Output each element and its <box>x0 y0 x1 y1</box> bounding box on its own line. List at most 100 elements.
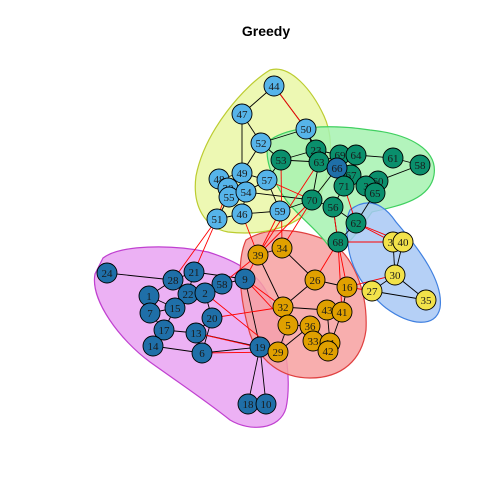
vertex-label: 68 <box>333 237 345 249</box>
vertex-label: 58 <box>217 279 229 291</box>
vertex-label: 39 <box>253 250 265 262</box>
vertex-label: 18 <box>243 399 255 411</box>
vertex-34: 34 <box>271 237 293 259</box>
graph-vertices: 4447505223536369646158495767667160365483… <box>96 75 437 415</box>
vertex-label: 56 <box>328 202 340 214</box>
vertex-70: 70 <box>301 189 323 211</box>
vertex-label: 22 <box>183 289 194 301</box>
vertex-circle <box>277 314 299 336</box>
vertex-circle <box>139 302 161 324</box>
vertex-7: 7 <box>139 302 161 324</box>
vertex-label: 32 <box>278 302 289 314</box>
vertex-58: 58 <box>409 154 431 176</box>
edge-between-communities <box>244 278 289 326</box>
vertex-18: 18 <box>237 393 259 415</box>
vertex-40: 40 <box>392 231 414 253</box>
vertex-circle <box>345 144 367 166</box>
vertex-label: 3 <box>363 181 369 193</box>
vertex-circle <box>211 273 233 295</box>
vertex-label: 69 <box>335 150 347 162</box>
vertex-label: 1 <box>146 291 152 303</box>
vertex-62: 62 <box>345 212 367 234</box>
vertex-circle <box>250 132 272 154</box>
vertex-label: 42 <box>323 346 334 358</box>
vertex-label: 16 <box>342 282 354 294</box>
vertex-label: 67 <box>346 170 358 182</box>
vertex-circle <box>384 264 406 286</box>
vertex-label: 7 <box>147 308 153 320</box>
vertex-24: 24 <box>96 262 118 284</box>
vertex-16: 16 <box>336 276 358 298</box>
vertex-63: 63 <box>308 151 330 173</box>
vertex-5: 5 <box>277 314 299 336</box>
vertex-label: 28 <box>168 275 180 287</box>
vertex-circle <box>263 75 285 97</box>
vertex-circle <box>256 169 278 191</box>
vertex-label: 13 <box>191 328 203 340</box>
vertex-circle <box>326 157 348 179</box>
vertex-39: 39 <box>247 244 269 266</box>
vertex-label: 70 <box>307 195 319 207</box>
vertex-label: 15 <box>170 303 182 315</box>
vertex-label: 9 <box>242 274 248 286</box>
vertex-49: 49 <box>231 162 253 184</box>
vertex-29: 29 <box>267 341 289 363</box>
vertex-circle <box>270 149 292 171</box>
vertex-57: 57 <box>256 169 278 191</box>
vertex-circle <box>322 196 344 218</box>
vertex-circle <box>331 301 353 323</box>
vertex-label: 10 <box>261 399 273 411</box>
vertex-circle <box>364 182 386 204</box>
vertex-2: 2 <box>194 282 216 304</box>
vertex-circle <box>191 342 213 364</box>
vertex-14: 14 <box>142 335 164 357</box>
vertex-label: 58 <box>415 160 427 172</box>
vertex-label: 29 <box>273 347 285 359</box>
vertex-label: 21 <box>189 267 200 279</box>
vertex-28: 28 <box>162 269 184 291</box>
vertex-label: 49 <box>237 168 249 180</box>
vertex-label: 55 <box>224 192 236 204</box>
vertex-label: 30 <box>390 270 402 282</box>
vertex-30: 30 <box>384 264 406 286</box>
vertex-circle <box>201 307 223 329</box>
vertex-circle <box>162 269 184 291</box>
vertex-6: 6 <box>191 342 213 364</box>
vertex-label: 17 <box>159 325 171 337</box>
vertex-circle <box>153 319 175 341</box>
vertex-label: 64 <box>351 150 363 162</box>
vertex-label: 61 <box>388 153 399 165</box>
vertex-circle <box>415 289 437 311</box>
vertex-label: 19 <box>255 342 267 354</box>
vertex-circle <box>317 340 339 362</box>
vertex-circle <box>269 200 291 222</box>
edge-between-communities <box>337 241 343 313</box>
vertex-label: 54 <box>241 187 253 199</box>
vertex-61: 61 <box>382 147 404 169</box>
vertex-21: 21 <box>183 261 205 283</box>
vertex-label: 63 <box>314 157 326 169</box>
vertex-55: 55 <box>218 186 240 208</box>
plot-title: Greedy <box>242 23 290 39</box>
vertex-50: 50 <box>295 118 317 140</box>
vertex-53: 53 <box>270 149 292 171</box>
vertex-circle <box>231 203 253 225</box>
vertex-64: 64 <box>345 144 367 166</box>
vertex-label: 44 <box>269 81 281 93</box>
edge <box>106 272 174 281</box>
vertex-66: 66 <box>326 157 348 179</box>
vertex-label: 34 <box>277 243 289 255</box>
vertex-label: 33 <box>308 336 320 348</box>
vertex-circle <box>409 154 431 176</box>
vertex-label: 23 <box>311 145 323 157</box>
vertex-59: 59 <box>269 200 291 222</box>
vertex-26: 26 <box>304 269 326 291</box>
vertex-71: 71 <box>333 175 355 197</box>
vertex-54: 54 <box>235 181 257 203</box>
vertex-17: 17 <box>153 319 175 341</box>
vertex-label: 14 <box>148 341 160 353</box>
vertex-51: 51 <box>206 208 228 230</box>
vertex-65: 65 <box>364 182 386 204</box>
vertex-circle <box>206 208 228 230</box>
